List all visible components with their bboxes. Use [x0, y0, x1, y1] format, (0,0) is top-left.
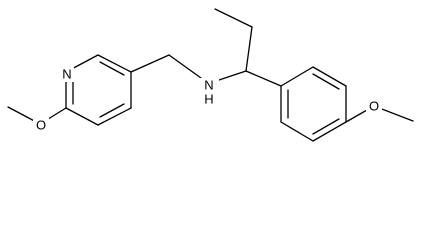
double-bond-inner [99, 103, 125, 118]
amine-hydrogen-label: H [204, 92, 213, 107]
atom-pyridine-nitrogen: N [60, 66, 74, 82]
bond [245, 70, 282, 87]
methoxy-oxygen-left-label: O [36, 118, 46, 133]
bond [312, 66, 347, 87]
methoxy-oxygen-right-label: O [369, 99, 379, 114]
bond [97, 54, 132, 73]
chemical-structure-diagram: N H N O O [7, 8, 414, 142]
double-bond-inner [312, 118, 340, 135]
bond [130, 54, 170, 73]
amine-nitrogen-label: N [204, 78, 213, 93]
benzene-ring [280, 66, 347, 142]
bond [280, 121, 314, 142]
atom-methoxy-oxygen-right: O [366, 98, 382, 115]
bond [312, 121, 347, 142]
bond [214, 8, 253, 28]
pyridine-nitrogen-label: N [62, 67, 71, 82]
pyridine-ring [65, 54, 132, 126]
bond [97, 107, 132, 126]
double-bond-inner [312, 73, 340, 90]
atom-amine-nitrogen: H N [199, 78, 219, 107]
bond [280, 66, 314, 87]
bond [168, 54, 202, 79]
double-bond-inner [99, 61, 125, 76]
atom-methoxy-oxygen-left: O [33, 116, 49, 133]
bond [245, 26, 253, 72]
methylene-linker [130, 54, 202, 79]
bond [65, 107, 99, 126]
ethyl-chain [214, 8, 253, 72]
